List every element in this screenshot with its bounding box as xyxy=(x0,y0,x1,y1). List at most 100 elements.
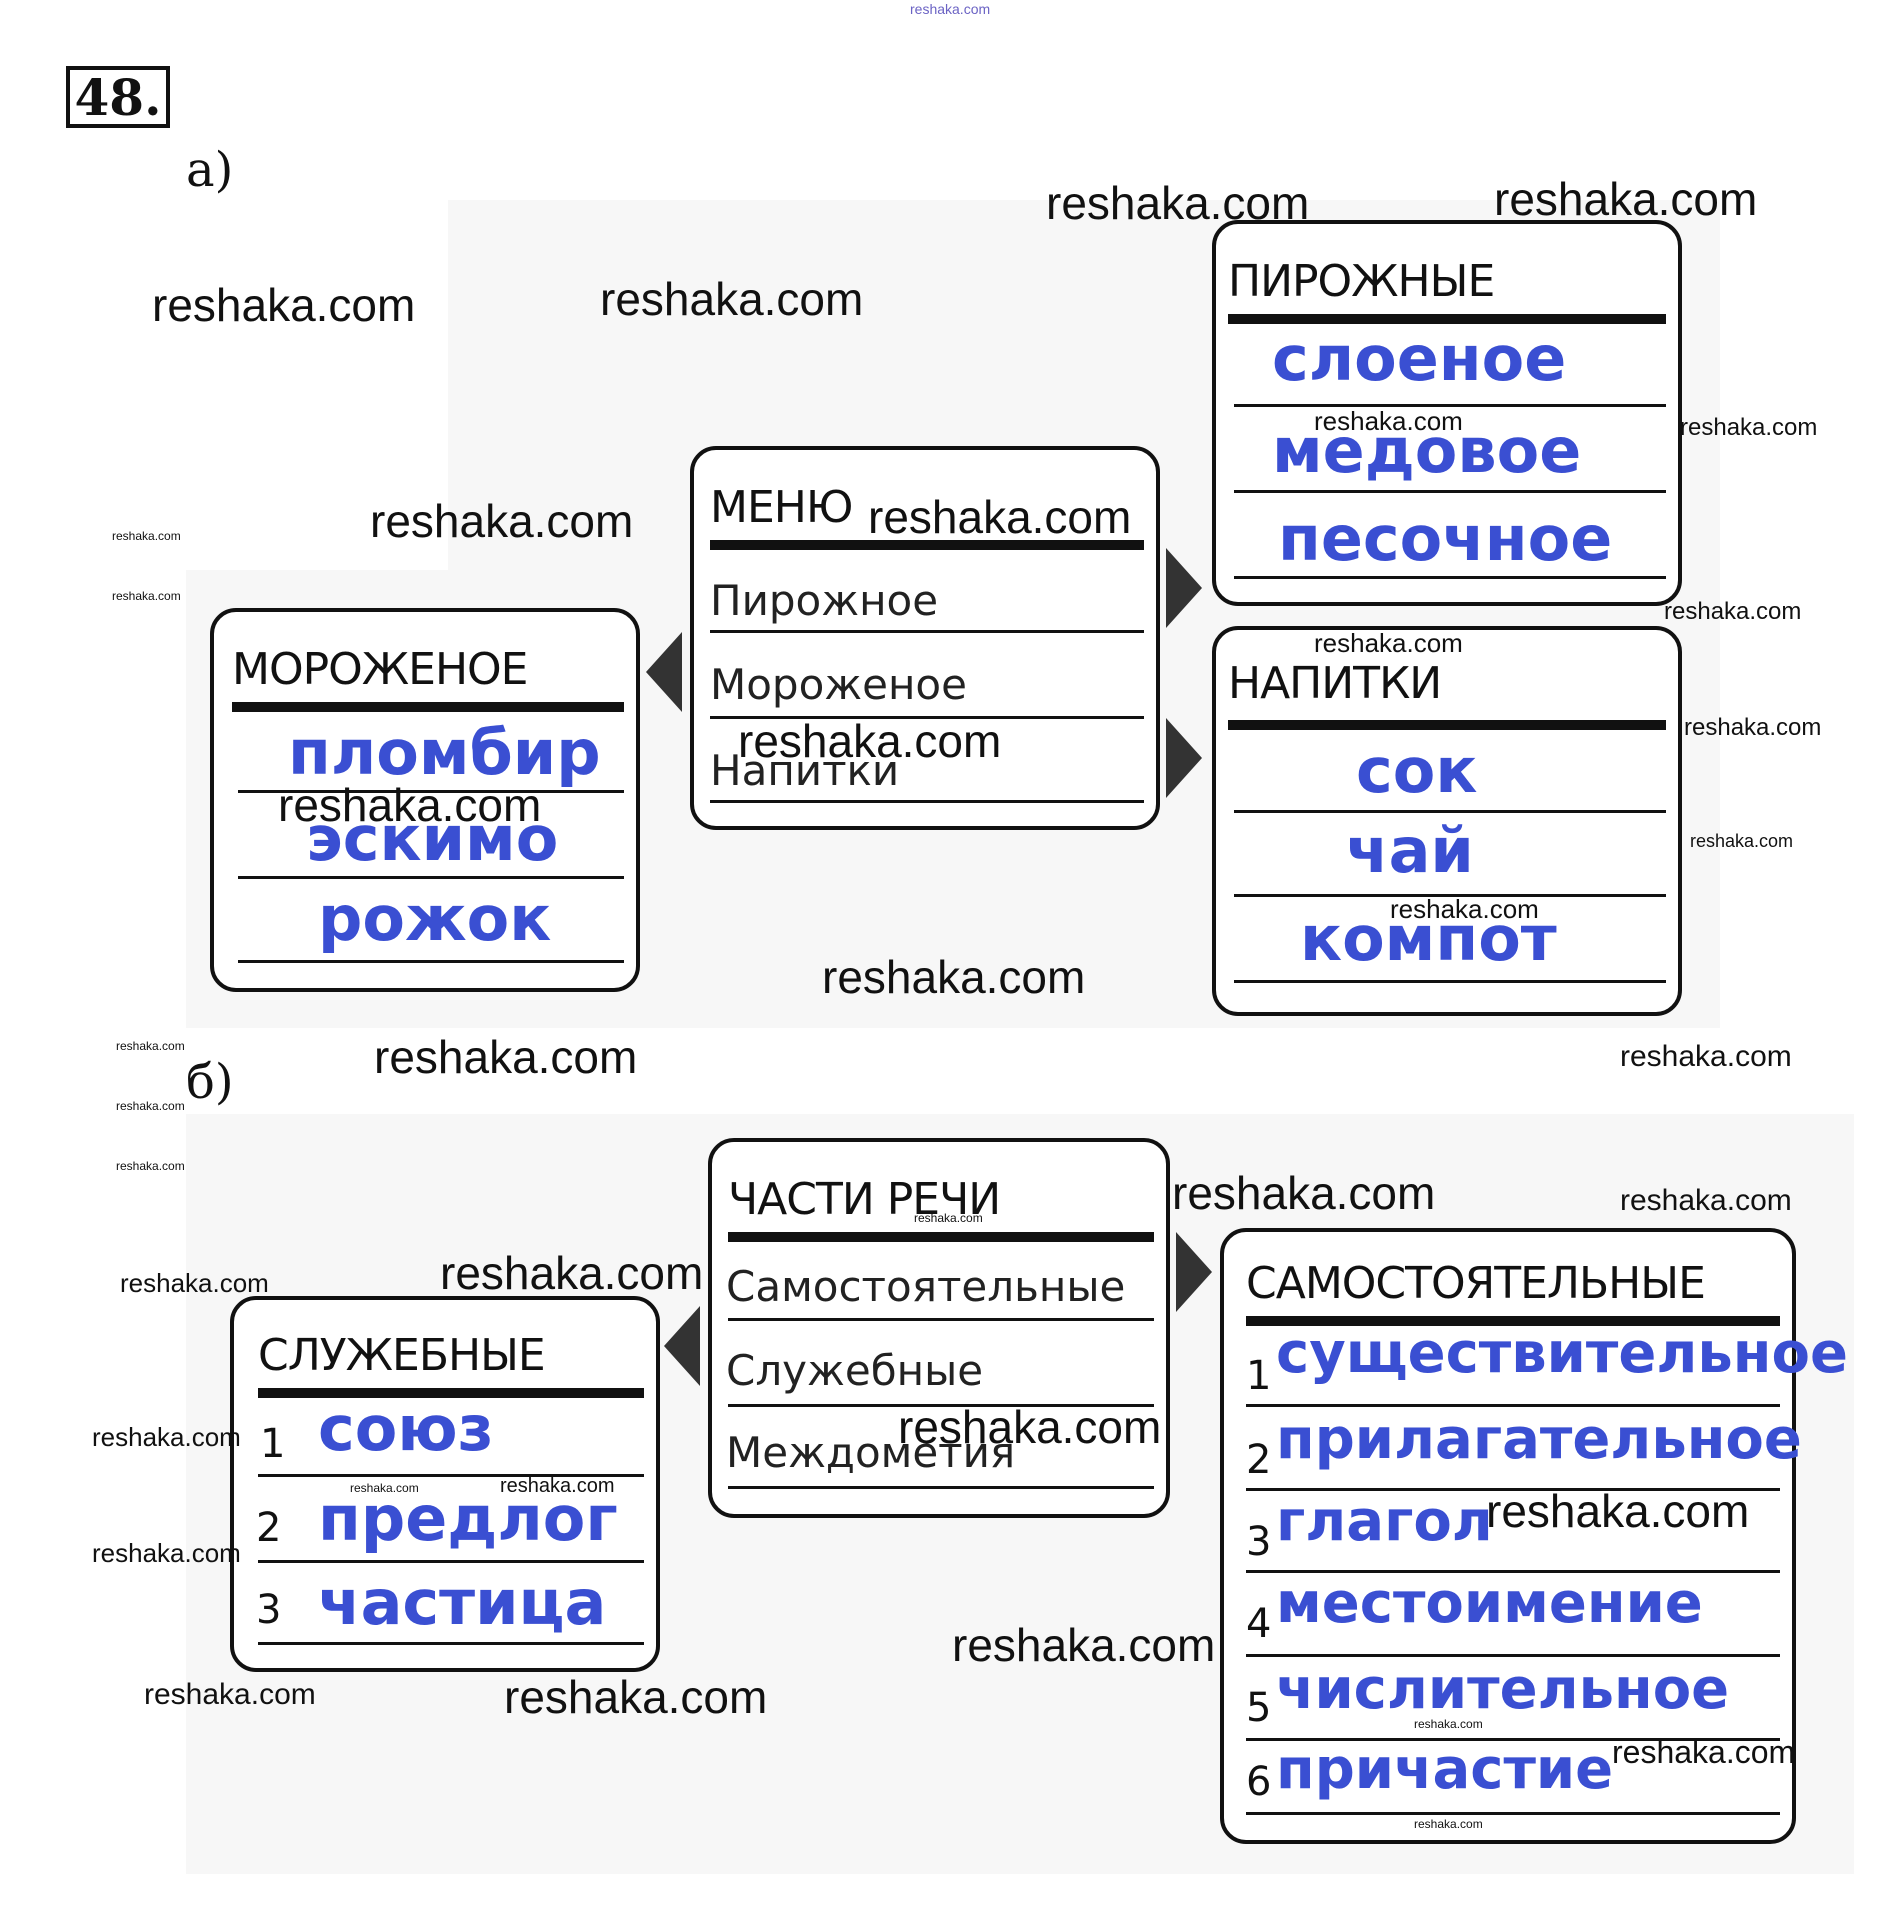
part-a-label: а) xyxy=(186,142,234,198)
drinks-answer-3: компот xyxy=(1300,902,1557,975)
menu-item-drinks: Напитки xyxy=(710,746,900,795)
aux-answer-3: частица xyxy=(318,1566,607,1639)
divider xyxy=(1246,1316,1780,1326)
arrow-to-cakes xyxy=(1166,548,1202,628)
watermark: reshaka.com xyxy=(1690,831,1794,851)
indep-number-4: 4 xyxy=(1246,1601,1272,1647)
watermark: reshaka.com xyxy=(1684,714,1822,741)
divider xyxy=(1234,490,1666,493)
drinks-answer-1: сок xyxy=(1356,734,1478,807)
watermark: reshaka.com xyxy=(1414,1817,1483,1831)
divider xyxy=(728,1486,1154,1489)
divider xyxy=(258,1474,644,1477)
watermark: reshaka.com xyxy=(1612,1734,1796,1770)
divider xyxy=(710,716,1144,719)
watermark: reshaka.com xyxy=(600,273,864,325)
cakes-answer-2: медовое xyxy=(1272,414,1582,487)
aux-title: СЛУЖЕБНЫЕ xyxy=(258,1330,546,1381)
divider xyxy=(710,630,1144,633)
watermark: reshaka.com xyxy=(116,1039,185,1053)
watermark: reshaka.com xyxy=(374,1031,638,1083)
watermark: reshaka.com xyxy=(112,529,181,543)
watermark: reshaka.com xyxy=(92,1422,241,1452)
divider xyxy=(1246,1738,1780,1741)
watermark: reshaka.com xyxy=(1314,406,1463,436)
indep-answer-5: числительное xyxy=(1276,1657,1730,1722)
watermark: reshaka.com xyxy=(504,1671,768,1723)
watermark: reshaka.com xyxy=(350,1481,419,1495)
divider xyxy=(1228,314,1666,324)
watermark: reshaka.com xyxy=(952,1619,1216,1671)
watermark: reshaka.com xyxy=(152,279,416,331)
watermark: reshaka.com xyxy=(278,779,542,831)
watermark: reshaka.com xyxy=(1664,598,1802,625)
icecream-box: МОРОЖЕНОЕ пломбир эскимо рожок xyxy=(210,608,640,992)
divider xyxy=(1234,576,1666,579)
aux-box: СЛУЖЕБНЫЕ 1 союз 2 предлог 3 частица xyxy=(230,1296,660,1672)
indep-box: САМОСТОЯТЕЛЬНЫЕ 1 существительное 2 прил… xyxy=(1220,1228,1848,1844)
watermark: reshaka.com xyxy=(1486,1485,1750,1537)
indep-answer-4: местоимение xyxy=(1276,1571,1703,1636)
drinks-answer-2: чай xyxy=(1346,814,1474,887)
indep-answer-1: существительное xyxy=(1276,1321,1848,1386)
menu-item-cake: Пирожное xyxy=(710,576,939,625)
indep-answer-6: причастие xyxy=(1276,1737,1614,1802)
watermark: reshaka.com xyxy=(1494,173,1758,225)
divider xyxy=(1234,894,1666,897)
cakes-box: ПИРОЖНЫЕ слоеное медовое песочное xyxy=(1212,220,1682,606)
indep-number-2: 2 xyxy=(1246,1437,1272,1483)
watermark: reshaka.com xyxy=(1172,1167,1436,1219)
aux-number-2: 2 xyxy=(256,1505,282,1551)
divider xyxy=(728,1404,1154,1407)
indep-title: САМОСТОЯТЕЛЬНЫЕ xyxy=(1246,1258,1706,1309)
drinks-box: НАПИТКИ сок чай компот xyxy=(1212,626,1682,1016)
divider xyxy=(258,1560,644,1563)
divider xyxy=(728,1318,1154,1321)
watermark: reshaka.com xyxy=(898,1401,1162,1453)
icecream-answer-2: эскимо xyxy=(306,802,559,875)
cakes-answer-1: слоеное xyxy=(1272,322,1567,395)
watermark: reshaka.com xyxy=(370,495,634,547)
watermark: reshaka.com xyxy=(1314,628,1463,658)
menu-item-icecream: Мороженое xyxy=(710,660,967,709)
part-b-label: б) xyxy=(186,1054,234,1110)
icecream-title: МОРОЖЕНОЕ xyxy=(232,644,528,695)
watermark: reshaka.com xyxy=(500,1475,615,1497)
aux-number-3: 3 xyxy=(256,1587,282,1633)
divider xyxy=(238,960,624,963)
indep-answer-3: глагол xyxy=(1276,1489,1493,1554)
divider xyxy=(1228,720,1666,730)
watermark: reshaka.com xyxy=(1680,414,1818,441)
divider xyxy=(232,702,624,712)
menu-box: МЕНЮ Пирожное Мороженое Напитки xyxy=(690,446,1160,830)
arrow-to-icecream xyxy=(646,632,682,712)
aux-number-1: 1 xyxy=(260,1421,286,1467)
parts-box: ЧАСТИ РЕЧИ Самостоятельные Служебные Меж… xyxy=(708,1138,1170,1518)
divider xyxy=(1234,980,1666,983)
indep-number-3: 3 xyxy=(1246,1519,1272,1565)
cakes-title: ПИРОЖНЫЕ xyxy=(1228,256,1495,307)
arrow-to-aux xyxy=(664,1306,700,1386)
watermark: reshaka.com xyxy=(120,1268,269,1298)
parts-title: ЧАСТИ РЕЧИ xyxy=(728,1174,1001,1225)
watermark: reshaka.com xyxy=(1046,177,1310,229)
watermark: reshaka.com xyxy=(116,1099,185,1113)
watermark: reshaka.com xyxy=(116,1159,185,1173)
watermark: reshaka.com xyxy=(112,589,181,603)
icecream-answer-1: пломбир xyxy=(288,716,601,789)
indep-answer-2: прилагательное xyxy=(1276,1407,1802,1472)
watermark: reshaka.com xyxy=(92,1538,241,1568)
menu-title: МЕНЮ xyxy=(710,482,853,533)
watermark: reshaka.com xyxy=(1414,1717,1483,1731)
watermark: reshaka.com xyxy=(440,1247,704,1299)
divider xyxy=(258,1642,644,1645)
parts-item-interj: Междометия xyxy=(726,1428,1016,1477)
divider xyxy=(238,790,624,793)
aux-answer-1: союз xyxy=(318,1392,494,1465)
divider xyxy=(1246,1570,1780,1573)
divider xyxy=(1246,1404,1780,1407)
parts-item-indep: Самостоятельные xyxy=(726,1262,1126,1311)
watermark: reshaka.com xyxy=(738,715,1002,767)
divider xyxy=(1246,1654,1780,1657)
watermark: reshaka.com xyxy=(914,1211,983,1225)
